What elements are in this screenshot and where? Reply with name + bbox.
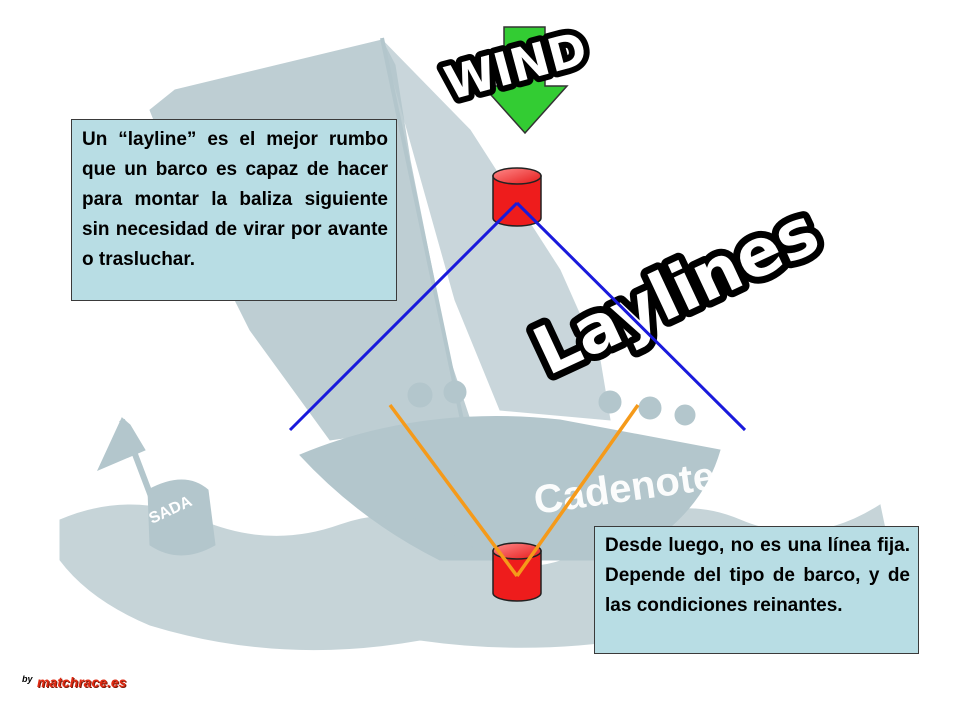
mast-line [380, 37, 464, 421]
upwind-layline-right [515, 201, 747, 432]
layline-note-callout: Desde luego, no es una línea fija. Depen… [594, 526, 919, 654]
layline-definition-text: Un “layline” es el mejor rumbo que un ba… [82, 129, 388, 270]
layline-note-text: Desde luego, no es una línea fija. Depen… [605, 535, 910, 616]
jib-shape [381, 39, 611, 421]
credit-site-link[interactable]: matchrace.es [36, 674, 127, 690]
downwind-layline-left [388, 403, 519, 578]
upwind-layline-left [288, 201, 519, 432]
wind-arrow-icon [481, 26, 569, 135]
buoy-flag-shape [97, 417, 146, 471]
buoy-body-shape [147, 479, 216, 556]
downwind-layline-right [515, 403, 640, 578]
layline-definition-callout: Un “layline” es el mejor rumbo que un ba… [71, 119, 397, 301]
credit-by-label: by [22, 674, 33, 684]
windward-mark-buoy [492, 167, 542, 227]
site-credit: by matchrace.es [22, 674, 126, 692]
